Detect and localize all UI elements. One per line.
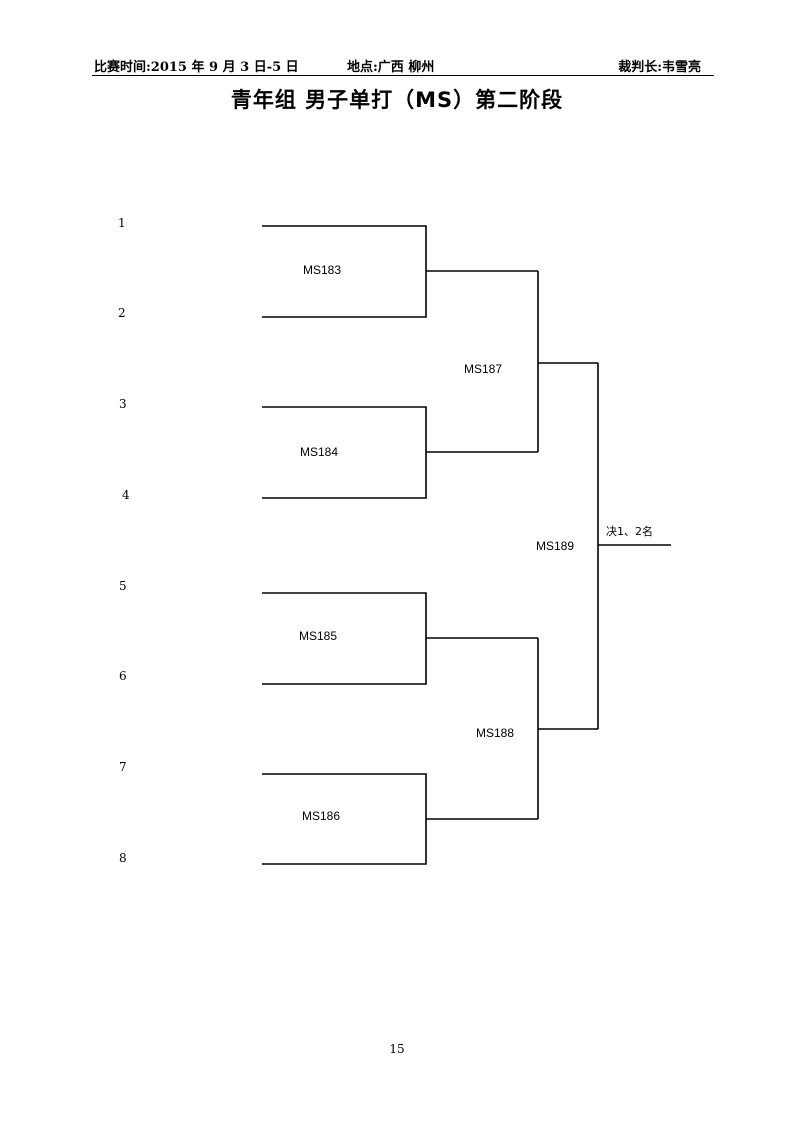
seed-label: 7 (119, 760, 127, 774)
bracket-r1-m2 (262, 406, 427, 499)
match-label-final: MS189 (536, 539, 575, 553)
match-label: MS184 (300, 445, 339, 459)
bracket-r1-m1 (262, 225, 427, 318)
page-title: 青年组 男子单打（MS）第二阶段 (230, 88, 564, 112)
seed-label: 2 (118, 306, 126, 320)
match-label: MS183 (303, 263, 342, 277)
match-label: MS186 (302, 809, 341, 823)
header-time: 比赛时间:2015 年 9 月 3 日-5 日 (94, 60, 299, 75)
header-divider (92, 75, 714, 76)
bracket-r1-m3 (262, 592, 427, 685)
seed-label: 1 (118, 216, 126, 230)
header-referee: 裁判长:韦雪亮 (618, 60, 701, 75)
header-venue: 地点:广西 柳州 (347, 60, 435, 75)
bracket-r1-m4 (262, 773, 427, 865)
seed-label: 8 (119, 851, 127, 865)
match-label: MS187 (464, 362, 503, 376)
match-label: MS185 (299, 629, 338, 643)
seed-label: 3 (119, 397, 127, 411)
seed-label: 5 (119, 579, 127, 593)
page-number: 15 (389, 1042, 405, 1056)
final-note: 决1、2名 (606, 525, 653, 538)
match-label: MS188 (476, 726, 515, 740)
seed-label: 6 (119, 669, 127, 683)
seed-label: 4 (122, 488, 130, 502)
